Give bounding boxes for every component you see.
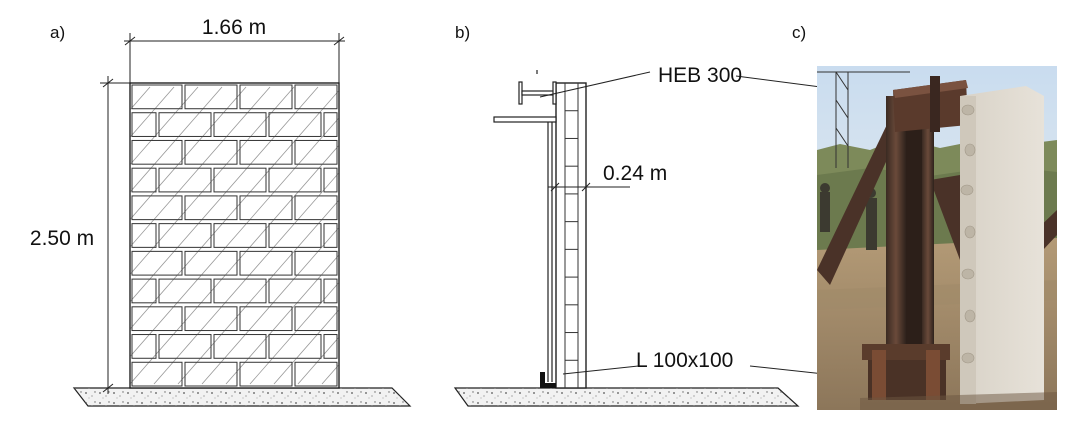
brick: [294, 195, 338, 221]
brick: [184, 306, 238, 332]
panel-a: a) 1.66 m 2.50 m: [30, 16, 654, 407]
hatch-line: [130, 86, 199, 166]
panel-c-label: c): [792, 23, 806, 42]
brick: [158, 112, 212, 137]
angle-section: [540, 372, 556, 388]
brick: [131, 361, 183, 387]
brick: [294, 250, 338, 276]
brick: [323, 278, 338, 304]
hatch-line: [321, 363, 339, 385]
hatch-line: [130, 86, 319, 303]
brick: [131, 139, 183, 165]
brick: [294, 306, 338, 332]
panel-a-label: a): [50, 23, 65, 42]
heb300-profile: [493, 70, 557, 123]
brick: [239, 250, 293, 276]
brick: [131, 195, 183, 221]
brick: [268, 223, 322, 248]
brick: [268, 278, 322, 304]
width-label: 1.66 m: [202, 16, 266, 39]
brick: [239, 195, 293, 221]
panel-c: c): [792, 23, 1057, 410]
hatch-line: [130, 89, 339, 330]
wall-section: [555, 82, 587, 389]
brick: [131, 278, 157, 304]
thickness-dimension: [548, 182, 630, 192]
hatch-line: [177, 199, 339, 385]
hatch-line: [273, 309, 339, 385]
brick: [294, 361, 338, 387]
brick: [158, 167, 212, 193]
hatch-line: [249, 281, 339, 385]
panel-b-ground: [453, 387, 800, 407]
test-setup-photo: [817, 66, 1057, 410]
brick: [213, 278, 267, 304]
brick: [131, 250, 183, 276]
brick: [323, 167, 338, 193]
brick-wall-elevation: [129, 82, 654, 389]
brick: [184, 195, 238, 221]
height-label: 2.50 m: [30, 227, 94, 250]
brick: [239, 139, 293, 165]
hatch-line: [394, 87, 654, 384]
brick: [184, 250, 238, 276]
hatch-line: [130, 86, 223, 193]
hatch-line: [130, 86, 271, 248]
hatch-line: [130, 117, 339, 358]
hatch-line: [130, 144, 339, 385]
brick: [131, 306, 183, 332]
hatch-line: [370, 87, 630, 384]
brick: [268, 334, 322, 359]
brick: [131, 84, 183, 110]
brick: [184, 361, 238, 387]
panel-b: b): [453, 23, 906, 407]
brick: [239, 84, 293, 110]
hatch-line: [130, 86, 295, 275]
angle-label: L 100x100: [636, 349, 733, 372]
brick: [131, 223, 157, 248]
hatch-line: [130, 86, 175, 138]
brick: [131, 167, 157, 193]
panel-a-ground: [72, 387, 412, 407]
thickness-label: 0.24 m: [603, 162, 667, 185]
brick: [131, 112, 157, 137]
steel-column-section: [547, 120, 553, 382]
brick: [323, 334, 338, 359]
width-dimension: [124, 33, 345, 83]
brick: [213, 334, 267, 359]
brick: [294, 139, 338, 165]
hatch-line: [130, 86, 247, 221]
hatch-line: [225, 254, 339, 385]
panel-b-label: b): [455, 23, 470, 42]
brick: [239, 306, 293, 332]
brick: [131, 334, 157, 359]
brick: [213, 223, 267, 248]
brick: [294, 84, 338, 110]
brick: [213, 167, 267, 193]
brick: [213, 112, 267, 137]
hatch-line: [153, 172, 339, 385]
brick: [323, 112, 338, 137]
brick: [158, 223, 212, 248]
brick: [323, 223, 338, 248]
heb300-label: HEB 300: [658, 64, 742, 87]
height-dimension: [100, 76, 130, 394]
brick: [239, 361, 293, 387]
hatch-line: [201, 226, 339, 385]
